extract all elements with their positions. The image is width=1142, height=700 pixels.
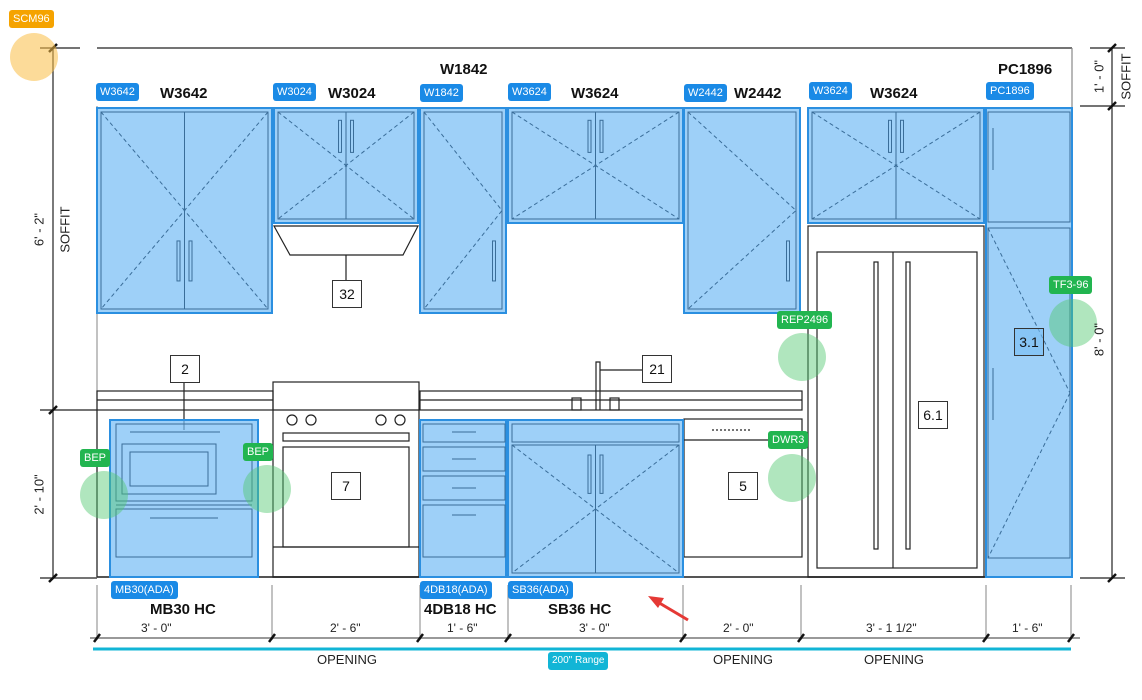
wall-cabinet-w3624-2[interactable]	[807, 107, 985, 224]
soffit-note: SOFFIT	[1118, 53, 1134, 100]
wall-cabinet-w1842[interactable]	[419, 107, 507, 314]
callout-21: 21	[642, 355, 672, 383]
door-linework	[277, 111, 415, 220]
callout-32: 32	[332, 280, 362, 308]
dimension-soffit: 1' - 0"	[1091, 59, 1107, 94]
cabinet-title: W3624	[571, 85, 619, 102]
cabinet-tag-w2442[interactable]: W2442	[684, 84, 727, 102]
wall-cabinet-w3642[interactable]	[96, 107, 273, 314]
opening-label: OPENING	[317, 652, 377, 667]
red-arrow-icon	[648, 596, 689, 622]
width-dimension: 2' - 6"	[330, 621, 361, 635]
cabinet-title: W3024	[328, 85, 376, 102]
base-cabinet-sb36[interactable]	[507, 419, 684, 578]
cabinet-title: MB30 HC	[150, 601, 216, 618]
cabinet-title: SB36 HC	[548, 601, 612, 618]
rep2496-marker[interactable]	[778, 333, 826, 381]
base-cabinet-4db18[interactable]	[419, 419, 507, 578]
cabinet-tag-w3624-2[interactable]: W3624	[809, 82, 852, 100]
cabinet-title: W3624	[870, 85, 918, 102]
wall-cabinet-w2442[interactable]	[683, 107, 801, 314]
cabinet-tag-pc1896[interactable]: PC1896	[986, 82, 1034, 100]
dwr3-marker[interactable]	[768, 454, 816, 502]
wall-cabinet-w3624[interactable]	[507, 107, 684, 224]
accessory-tag-scm96[interactable]: SCM96	[9, 10, 54, 28]
opening-label: OPENING	[864, 652, 924, 667]
cabinet-tag-mb30[interactable]: MB30(ADA)	[111, 581, 178, 599]
scm96-marker[interactable]	[10, 33, 58, 81]
cabinet-title: W1842	[440, 61, 488, 78]
callout-5: 5	[728, 472, 758, 500]
width-dimension: 3' - 1 1/2"	[866, 621, 917, 635]
cabinet-tag-w3642[interactable]: W3642	[96, 83, 139, 101]
door-linework	[511, 111, 680, 220]
width-dimension: 2' - 0"	[723, 621, 754, 635]
width-dimension: 1' - 6"	[447, 621, 478, 635]
cabinet-title: W2442	[734, 85, 782, 102]
cabinet-title: W3642	[160, 85, 208, 102]
callout-2: 2	[170, 355, 200, 383]
accessory-tag-rep2496[interactable]: REP2496	[777, 311, 833, 329]
callout-3-1: 3.1	[1014, 328, 1044, 356]
cabinet-title: PC1896	[998, 61, 1053, 78]
door-linework	[423, 111, 503, 310]
cabinet-tag-w3024[interactable]: W3024	[273, 83, 316, 101]
cabinet-tag-4db18[interactable]: 4DB18(ADA)	[420, 581, 492, 599]
callout-7: 7	[331, 472, 361, 500]
bep-marker[interactable]	[243, 465, 291, 513]
door-linework	[811, 111, 981, 220]
door-linework	[687, 111, 797, 310]
opening-label: OPENING	[713, 652, 773, 667]
dimension-upper: 6' - 2"	[31, 212, 47, 247]
dimension-lower: 2' - 10"	[31, 474, 47, 515]
door-linework	[511, 423, 680, 574]
dimension-height: 8' - 0"	[1091, 322, 1107, 357]
width-dimension: 3' - 0"	[579, 621, 610, 635]
width-dimension: 3' - 0"	[141, 621, 172, 635]
accessory-tag-dwr3[interactable]: DWR3	[768, 431, 809, 449]
cabinet-tag-w1842[interactable]: W1842	[420, 84, 463, 102]
base-cabinet-mb30[interactable]	[109, 419, 259, 578]
cabinet-tag-sb36[interactable]: SB36(ADA)	[508, 581, 573, 599]
door-linework	[100, 111, 269, 310]
bep-marker[interactable]	[80, 471, 128, 519]
soffit-note: SOFFIT	[57, 206, 73, 253]
range-tag[interactable]: 200" Range	[548, 652, 609, 670]
accessory-tag-bep[interactable]: BEP	[243, 443, 274, 461]
accessory-tag-bep[interactable]: BEP	[80, 449, 111, 467]
tf3-96-marker[interactable]	[1049, 299, 1097, 347]
cabinet-tag-w3624[interactable]: W3624	[508, 83, 551, 101]
accessory-tag-tf3-96[interactable]: TF3-96	[1049, 276, 1093, 294]
wall-cabinet-w3024[interactable]	[273, 107, 419, 224]
width-dimension: 1' - 6"	[1012, 621, 1043, 635]
callout-6-1: 6.1	[918, 401, 948, 429]
cabinet-title: 4DB18 HC	[424, 601, 497, 618]
